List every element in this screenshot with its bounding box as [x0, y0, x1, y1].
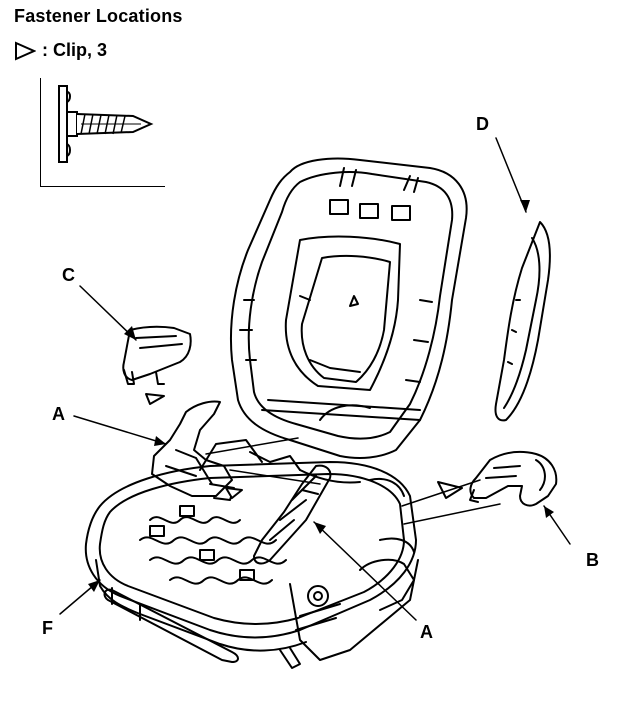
callout-a-left: A [52, 404, 65, 424]
clip-detail-inset [40, 78, 165, 187]
clip-marker-center [225, 487, 243, 499]
part-c-cover [122, 325, 192, 385]
clip-marker-c [145, 393, 165, 405]
callout-a-center: A [420, 622, 433, 642]
part-b-cover [469, 451, 558, 507]
part-a-center [253, 464, 332, 565]
seat-back [229, 157, 468, 459]
seat-cushion [84, 439, 419, 669]
callout-c: C [62, 265, 75, 285]
callout-b: B [586, 550, 599, 570]
part-a-left [151, 400, 235, 501]
legend: : Clip, 3 [14, 40, 107, 61]
diagram-title: Fastener Locations [14, 6, 183, 26]
clip-detail-icon [58, 85, 154, 163]
callout-d: D [476, 114, 489, 134]
part-d-trim [494, 221, 551, 422]
arrowheads [88, 200, 554, 592]
clip-triangle-icon [15, 40, 36, 61]
bottom-bar [103, 588, 239, 663]
leader-lines [59, 137, 571, 621]
legend-text: : Clip, 3 [42, 40, 108, 60]
callout-f: F [42, 618, 53, 638]
